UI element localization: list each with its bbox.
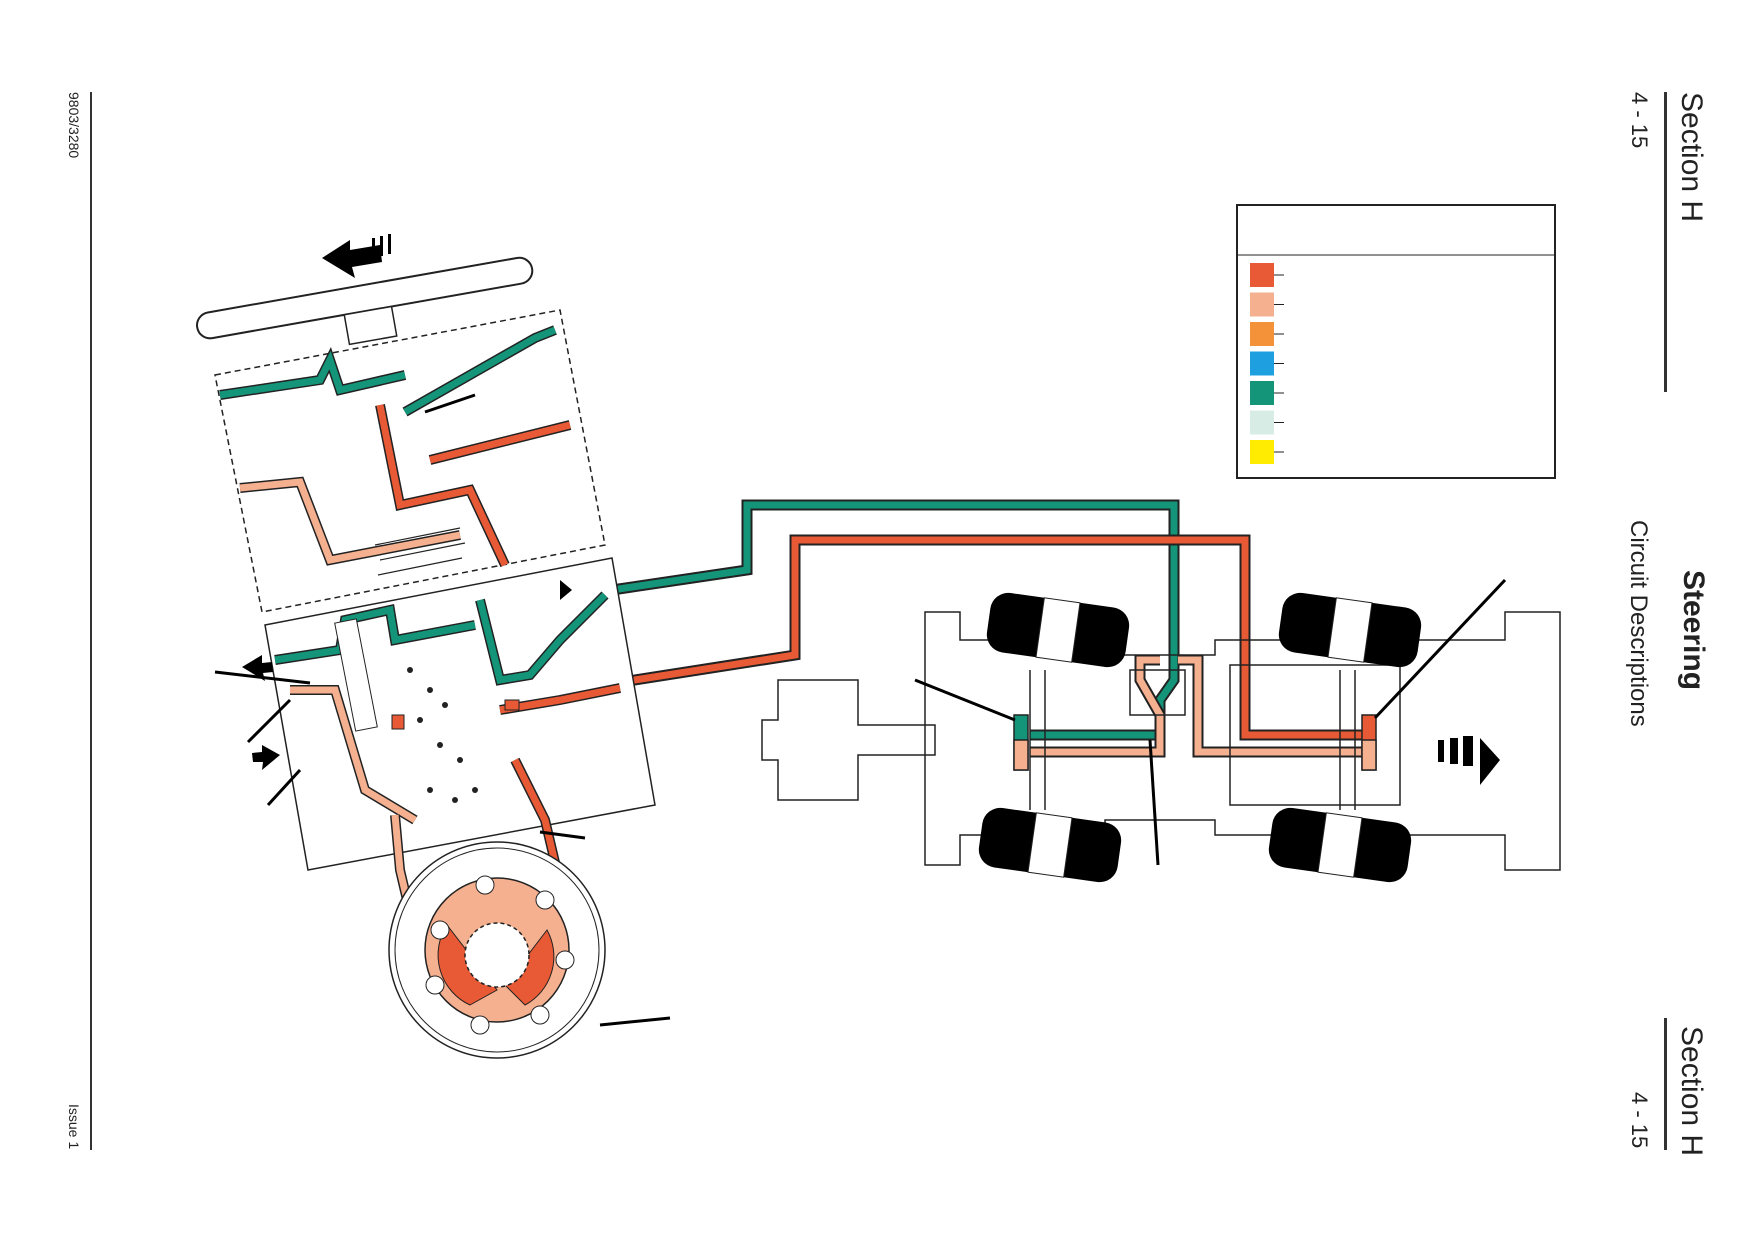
legend-swatch-4 (1250, 351, 1274, 376)
legend-swatch-3 (1250, 322, 1274, 346)
legend-box (1236, 204, 1556, 479)
header-rule-top (1664, 92, 1667, 392)
hydraulic-lines (611, 499, 1365, 758)
flow-arrows (242, 234, 1500, 785)
legend-swatch-7 (1250, 440, 1274, 464)
legend-swatch-5 (1250, 381, 1274, 405)
footer-rule (90, 92, 92, 1150)
arrow-left-wheel-stripes (372, 234, 391, 258)
header-rule-bottom (1664, 1018, 1667, 1150)
steering-wheel (196, 240, 534, 346)
arrow-right-machine-icon (1438, 736, 1473, 766)
legend-swatch-2 (1250, 292, 1274, 317)
legend-swatch-6 (1250, 410, 1274, 435)
steering-rams (1013, 714, 1377, 771)
metering-unit (388, 841, 606, 1059)
tyres (978, 592, 1422, 883)
legend-swatch-1 (1250, 263, 1274, 287)
steering-unit-upper (214, 309, 606, 613)
leader-lines (214, 393, 1507, 1027)
arrow-left-wheel (322, 240, 382, 278)
